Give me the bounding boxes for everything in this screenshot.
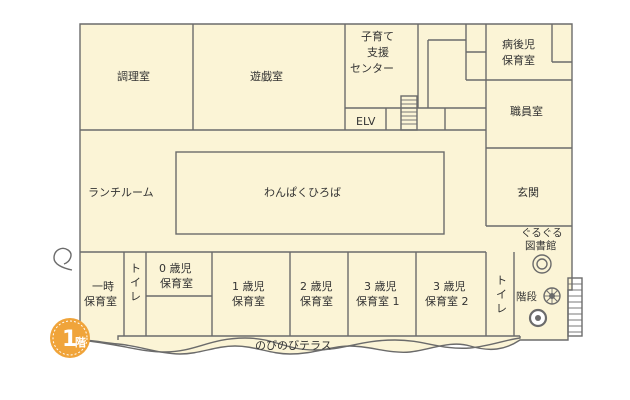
- elevator-stair-treads: [401, 99, 417, 125]
- label-temp-care-2: 保育室: [84, 294, 117, 308]
- floor-badge-kanji: 階: [75, 335, 86, 349]
- label-toilet-right-1: ト: [496, 274, 507, 287]
- label-terrace: のびのびテラス: [255, 339, 332, 352]
- elevator-stair-block: [400, 95, 418, 131]
- label-sick-child-2: 保育室: [502, 53, 535, 67]
- label-toilet-left-1: ト: [130, 262, 141, 275]
- label-age3-1-2: 保育室 1: [356, 294, 400, 308]
- library-column-icon: [532, 254, 552, 274]
- label-age0-2: 保育室: [160, 276, 193, 290]
- label-support-center-2: 支援: [367, 45, 389, 59]
- label-playroom: 遊戯室: [250, 69, 283, 83]
- label-support-center-3: センター: [350, 62, 394, 75]
- label-entrance: 玄関: [517, 185, 539, 199]
- label-age1-1: 1 歳児: [232, 280, 265, 293]
- label-age3-2-1: 3 歳児: [433, 280, 466, 293]
- spiral-stairs-icon: [543, 287, 561, 305]
- label-age0-1: 0 歳児: [159, 262, 192, 275]
- label-support-center-1: 子育て: [361, 29, 394, 43]
- label-temp-care-1: 一時: [92, 280, 114, 293]
- label-age3-1-1: 3 歳児: [364, 280, 397, 293]
- floor-badge: 1 階: [50, 318, 90, 358]
- label-age3-2-2: 保育室 2: [425, 294, 469, 308]
- label-sick-child-1: 病後児: [502, 37, 535, 51]
- label-age1-2: 保育室: [232, 294, 265, 308]
- label-toilet-right-2: イ: [496, 288, 507, 301]
- label-age2-2: 保育室: [300, 294, 333, 308]
- label-library-1: ぐるぐる: [521, 227, 563, 239]
- label-plaza: わんぱくひろば: [264, 186, 341, 199]
- plaza-room: [175, 151, 445, 235]
- label-elv: ELV: [356, 115, 376, 128]
- label-cooking-room: 調理室: [117, 69, 150, 83]
- label-staff-room: 職員室: [510, 104, 543, 118]
- label-age2-1: 2 歳児: [300, 280, 333, 293]
- outer-stair-treads: [568, 283, 582, 333]
- label-toilet-right-3: レ: [496, 302, 507, 315]
- terrace-inner-line: [117, 335, 520, 340]
- floor-badge-number: 1: [62, 327, 77, 352]
- label-toilet-left-3: レ: [130, 290, 141, 303]
- label-toilet-left-2: イ: [130, 276, 141, 289]
- slide-curve-icon: [53, 247, 73, 271]
- label-lunch-room: ランチルーム: [88, 186, 154, 199]
- outer-stair-block: [567, 277, 583, 337]
- label-stairs: 階段: [516, 290, 537, 303]
- terrace-outline: [79, 336, 521, 353]
- label-library-2: 図書館: [525, 239, 557, 252]
